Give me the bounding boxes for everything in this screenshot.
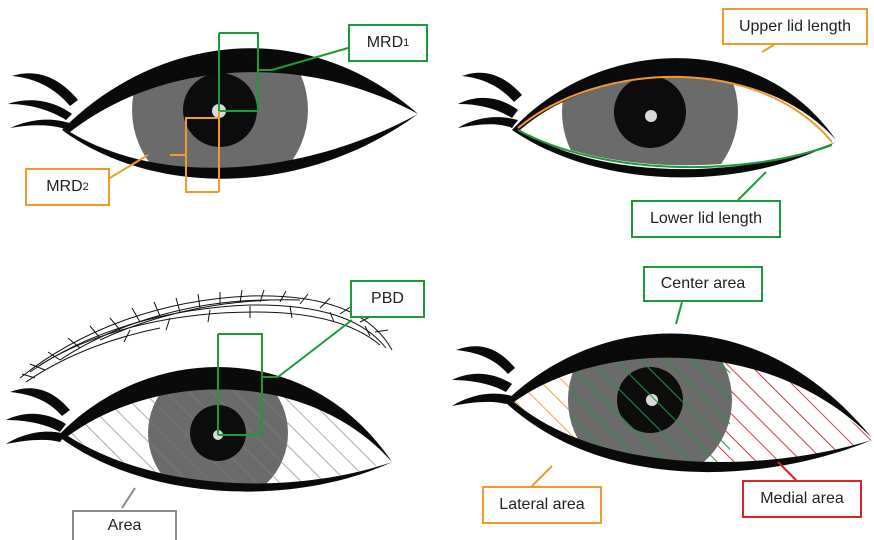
pbd-label: PBD	[350, 280, 425, 318]
mrd1-label-subscript: 1	[403, 37, 409, 49]
lateral-area-label: Lateral area	[482, 486, 602, 524]
lower-lid-length-label: Lower lid length	[631, 200, 781, 238]
mrd2-label-subscript: 2	[83, 181, 89, 193]
medial-area-text: Medial area	[760, 490, 844, 508]
center-area-text: Center area	[661, 275, 746, 293]
area-label-text: Area	[108, 517, 142, 535]
panel-lid-length	[458, 24, 836, 200]
mrd2-label-text: MRD	[46, 178, 82, 196]
eyelashes	[452, 346, 515, 406]
center-pointer	[676, 302, 682, 324]
upper-lid-length-text: Upper lid length	[739, 18, 851, 36]
lateral-pointer	[532, 466, 552, 486]
upper-lid-length-label: Upper lid length	[722, 8, 868, 45]
panel-regions	[452, 302, 874, 490]
medial-area-label: Medial area	[742, 480, 862, 518]
pbd-label-text: PBD	[371, 290, 404, 308]
lower-lid-pointer	[738, 172, 766, 200]
area-pointer	[122, 488, 135, 508]
center-area-label: Center area	[643, 266, 763, 302]
panel-pbd	[6, 290, 400, 508]
lateral-area-text: Lateral area	[499, 496, 584, 514]
eyelashes	[8, 73, 78, 130]
pbd-pointer	[278, 320, 352, 377]
eyelashes	[458, 73, 522, 128]
area-label: Area	[72, 510, 177, 540]
lower-lid-length-text: Lower lid length	[650, 210, 762, 228]
mrd1-label-text: MRD	[367, 34, 403, 52]
corneal-reflex	[645, 110, 657, 122]
